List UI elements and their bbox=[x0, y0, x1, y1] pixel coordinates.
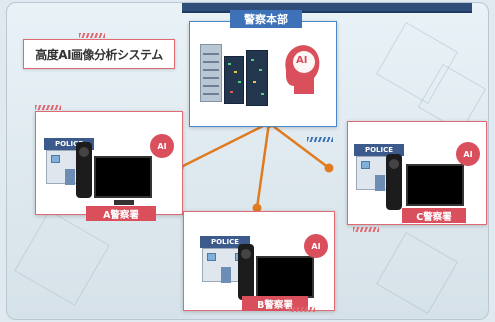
stripe-decoration bbox=[289, 307, 315, 312]
police-sign: POLICE bbox=[200, 236, 250, 248]
station-a-ai-text: AI bbox=[157, 141, 167, 151]
top-strip bbox=[182, 3, 472, 13]
station-a-label: A警察署 bbox=[86, 206, 156, 221]
link-c bbox=[268, 122, 330, 169]
stripe-decoration bbox=[79, 33, 105, 38]
title-box: 高度AI画像分析システム bbox=[23, 39, 175, 69]
stripe-decoration bbox=[307, 137, 333, 142]
hq-label: 警察本部 bbox=[230, 10, 302, 28]
ai-head-icon: AI bbox=[150, 134, 174, 158]
stripe-decoration bbox=[35, 105, 61, 110]
station-a-panel: POLICE AI A警察署 bbox=[35, 111, 183, 221]
monitor-stand bbox=[114, 200, 134, 205]
link-b bbox=[255, 122, 271, 209]
station-c-ai-text: AI bbox=[463, 149, 473, 159]
node-b bbox=[252, 203, 262, 213]
diagram-title: 高度AI画像分析システム bbox=[35, 47, 163, 62]
station-c-panel: POLICE AI C警察署 bbox=[347, 121, 487, 225]
monitor-icon bbox=[256, 256, 314, 298]
link-a bbox=[178, 121, 270, 170]
diagram-frame: 高度AI画像分析システム 警察本部 bbox=[6, 2, 489, 320]
station-b-panel: POLICE AI B警察署 bbox=[183, 211, 335, 311]
hq-panel: 警察本部 A bbox=[189, 10, 337, 127]
camera-device-icon bbox=[76, 142, 92, 198]
camera-device-icon bbox=[386, 154, 402, 210]
station-b-ai-text: AI bbox=[311, 241, 321, 251]
camera-device-icon bbox=[238, 244, 254, 300]
stripe-decoration bbox=[353, 227, 379, 232]
ai-head-icon: AI bbox=[456, 142, 480, 166]
monitor-icon bbox=[406, 164, 464, 206]
police-sign: POLICE bbox=[354, 144, 404, 156]
ai-head-icon: AI bbox=[304, 234, 328, 258]
ai-head-icon: AI bbox=[276, 40, 324, 100]
node-c bbox=[324, 163, 334, 173]
station-c-label: C警察署 bbox=[402, 208, 466, 223]
hq-ai-text: AI bbox=[296, 55, 308, 66]
monitor-icon bbox=[94, 156, 152, 198]
